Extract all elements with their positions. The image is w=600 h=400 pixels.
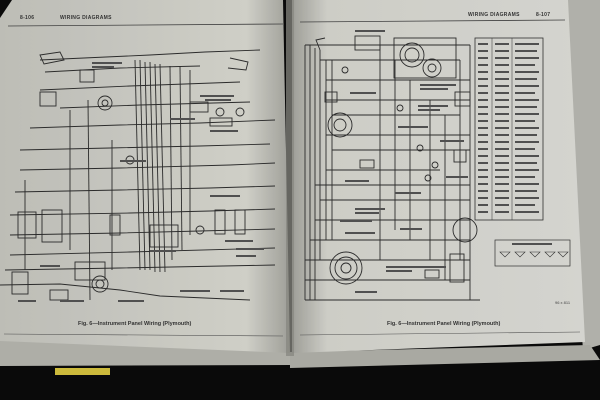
left-diagram-labels — [18, 62, 264, 302]
right-page-number: 8-107 — [536, 12, 551, 18]
left-wiring-diagram — [0, 49, 276, 301]
right-footer-rule — [299, 331, 581, 336]
yellow-tab — [55, 368, 110, 375]
left-running-head: WIRING DIAGRAMS — [60, 15, 112, 21]
right-header-rule — [299, 19, 566, 23]
left-page-number: 8-106 — [20, 15, 35, 21]
right-figure-caption: Fig. 6—Instrument Panel Wiring (Plymouth… — [387, 321, 501, 327]
right-wiring-diagram — [304, 35, 480, 301]
right-corner-code: 96 x 811 — [555, 300, 571, 305]
right-running-head: WIRING DIAGRAMS — [468, 12, 520, 18]
book-gutter — [286, 0, 294, 356]
page-edges-left-bottom — [0, 340, 290, 366]
wire-code-table — [474, 37, 544, 221]
left-figure-caption: Fig. 6—Instrument Panel Wiring (Plymouth… — [78, 321, 192, 327]
legend-box — [494, 239, 571, 267]
left-footer-rule — [3, 333, 284, 337]
right-diagram-labels — [340, 30, 468, 293]
page-edges-right-bottom — [290, 345, 600, 368]
left-header-rule — [7, 23, 284, 27]
